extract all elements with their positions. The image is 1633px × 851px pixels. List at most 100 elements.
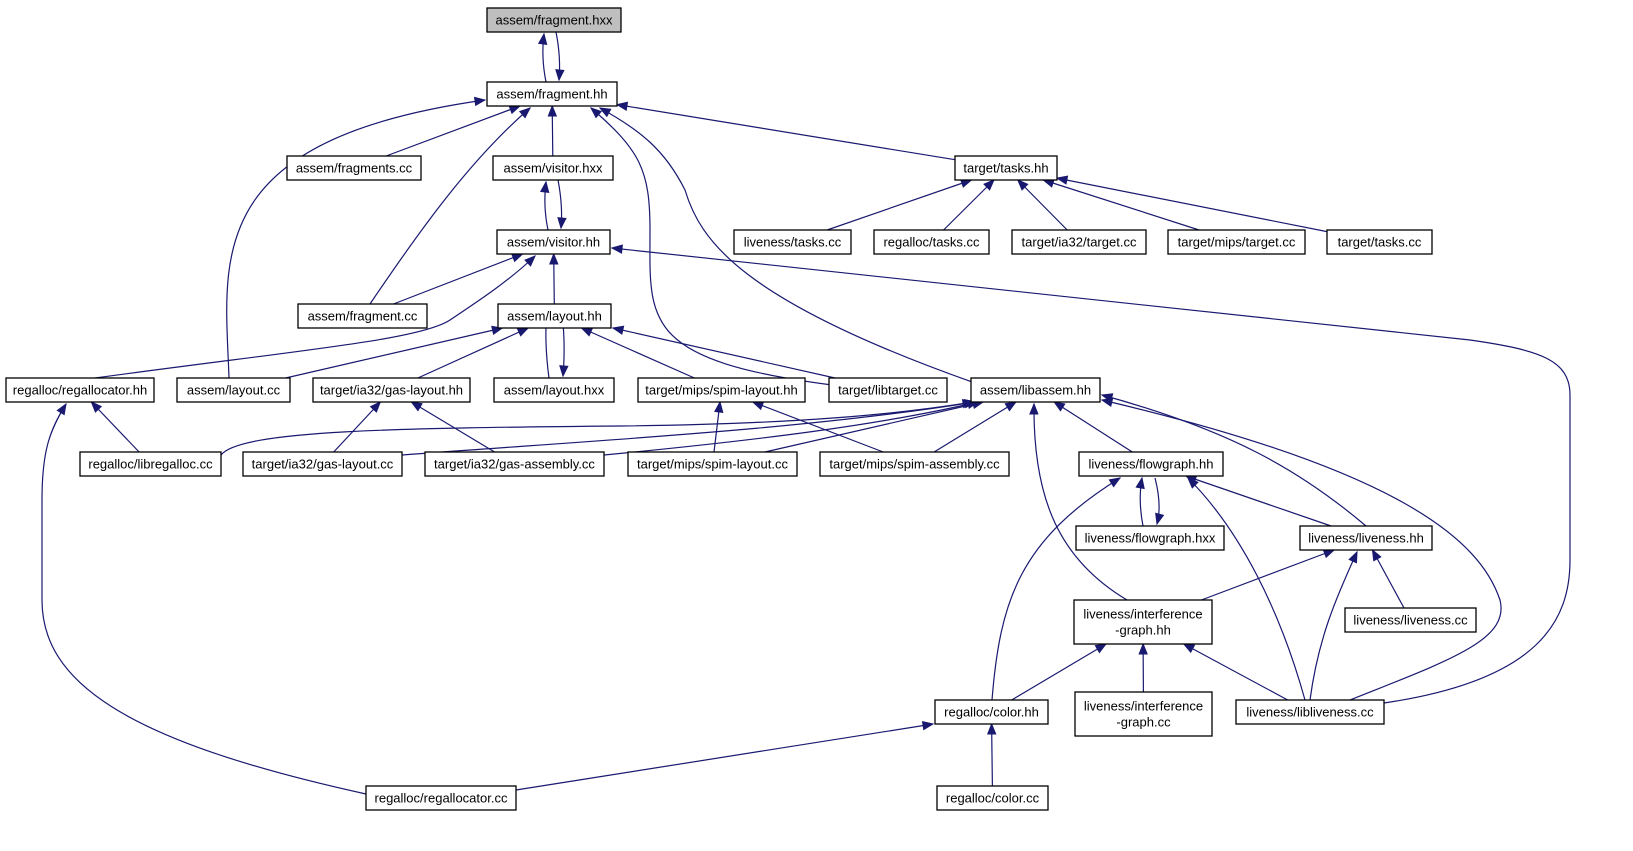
node-box[interactable] [1344,607,1477,633]
node-layout-hh[interactable]: assem/layout.hh [497,303,612,329]
node-label[interactable]: regalloc/regallocator.hh [13,383,147,398]
node-box[interactable] [297,303,428,329]
node-label[interactable]: regalloc/color.hh [944,705,1039,720]
node-box[interactable] [497,303,612,329]
node-box[interactable] [637,377,806,403]
node-mips-target-cc[interactable]: target/mips/target.cc [1167,229,1306,255]
node-label[interactable]: liveness/flowgraph.hxx [1085,531,1216,546]
node-box[interactable] [1326,229,1433,255]
node-layout-cc[interactable]: assem/layout.cc [176,377,291,403]
node-fragment-hh[interactable]: assem/fragment.hh [486,81,618,107]
node-label[interactable]: assem/layout.cc [187,383,281,398]
node-target-tasks-cc[interactable]: target/tasks.cc [1326,229,1433,255]
node-ia32-target-cc[interactable]: target/ia32/target.cc [1011,229,1147,255]
node-liveness-tasks-cc[interactable]: liveness/tasks.cc [733,229,852,255]
node-box[interactable] [1074,691,1213,737]
node-fragment-hxx[interactable]: assem/fragment.hxx [486,7,622,33]
node-box[interactable] [970,377,1101,403]
node-box[interactable] [312,377,471,403]
node-liveness-hh[interactable]: liveness/liveness.hh [1299,525,1433,551]
node-spim-assembly-cc[interactable]: target/mips/spim-assembly.cc [819,451,1010,477]
node-box[interactable] [493,377,615,403]
node-box[interactable] [1011,229,1147,255]
node-liveness-cc[interactable]: liveness/liveness.cc [1344,607,1477,633]
node-label[interactable]: liveness/interference [1083,607,1202,622]
node-label[interactable]: regalloc/regallocator.cc [375,791,508,806]
node-box[interactable] [819,451,1010,477]
node-libassem-hh[interactable]: assem/libassem.hh [970,377,1101,403]
node-label[interactable]: target/mips/spim-layout.cc [637,457,788,472]
node-label[interactable]: assem/fragments.cc [296,161,413,176]
node-label[interactable]: -graph.cc [1116,715,1171,730]
node-box[interactable] [486,7,622,33]
node-box[interactable] [1299,525,1433,551]
node-label[interactable]: target/mips/spim-assembly.cc [829,457,1000,472]
node-label[interactable]: target/libtarget.cc [838,383,938,398]
node-label[interactable]: regalloc/libregalloc.cc [88,457,213,472]
node-box[interactable] [1167,229,1306,255]
node-box[interactable] [242,451,403,477]
node-box[interactable] [5,377,155,403]
node-label[interactable]: target/ia32/gas-layout.hh [320,383,463,398]
node-label[interactable]: assem/visitor.hh [507,235,600,250]
node-spim-layout-cc[interactable]: target/mips/spim-layout.cc [627,451,798,477]
node-flowgraph-hh[interactable]: liveness/flowgraph.hh [1078,451,1224,477]
node-label[interactable]: assem/layout.hxx [504,383,605,398]
node-box[interactable] [1075,525,1225,551]
node-gas-assembly-cc[interactable]: target/ia32/gas-assembly.cc [424,451,605,477]
node-libtarget-cc[interactable]: target/libtarget.cc [828,377,948,403]
node-label[interactable]: liveness/libliveness.cc [1246,705,1374,720]
node-label[interactable]: regalloc/color.cc [946,791,1040,806]
node-box[interactable] [733,229,852,255]
node-regallocator-hh[interactable]: regalloc/regallocator.hh [5,377,155,403]
node-box[interactable] [424,451,605,477]
node-box[interactable] [286,155,422,181]
node-box[interactable] [492,155,614,181]
node-box[interactable] [1235,699,1385,725]
node-box[interactable] [828,377,948,403]
node-label[interactable]: target/mips/target.cc [1178,235,1296,250]
node-label[interactable]: -graph.hh [1115,623,1171,638]
node-spim-layout-hh[interactable]: target/mips/spim-layout.hh [637,377,806,403]
node-interference-cc[interactable]: liveness/interference-graph.cc [1074,691,1213,737]
node-visitor-hh[interactable]: assem/visitor.hh [496,229,611,255]
node-box[interactable] [496,229,611,255]
node-label[interactable]: liveness/liveness.hh [1308,531,1424,546]
node-label[interactable]: assem/fragment.cc [308,309,418,324]
node-label[interactable]: target/tasks.hh [963,161,1048,176]
node-label[interactable]: target/ia32/gas-layout.cc [252,457,394,472]
node-label[interactable]: target/ia32/gas-assembly.cc [434,457,595,472]
node-box[interactable] [365,785,517,811]
node-fragments-cc[interactable]: assem/fragments.cc [286,155,422,181]
node-label[interactable]: assem/visitor.hxx [504,161,603,176]
node-gas-layout-cc[interactable]: target/ia32/gas-layout.cc [242,451,403,477]
node-label[interactable]: assem/layout.hh [507,309,602,324]
node-box[interactable] [79,451,222,477]
node-label[interactable]: target/mips/spim-layout.hh [645,383,797,398]
node-box[interactable] [627,451,798,477]
node-color-cc[interactable]: regalloc/color.cc [936,785,1049,811]
node-box[interactable] [954,155,1058,181]
node-libregalloc-cc[interactable]: regalloc/libregalloc.cc [79,451,222,477]
node-label[interactable]: assem/fragment.hxx [495,13,613,28]
node-target-tasks-hh[interactable]: target/tasks.hh [954,155,1058,181]
node-label[interactable]: regalloc/tasks.cc [883,235,980,250]
node-box[interactable] [936,785,1049,811]
node-label[interactable]: liveness/flowgraph.hh [1088,457,1213,472]
node-flowgraph-hxx[interactable]: liveness/flowgraph.hxx [1075,525,1225,551]
node-label[interactable]: liveness/interference [1084,699,1203,714]
node-box[interactable] [486,81,618,107]
node-label[interactable]: assem/libassem.hh [980,383,1091,398]
node-regalloc-tasks-cc[interactable]: regalloc/tasks.cc [873,229,990,255]
node-layout-hxx[interactable]: assem/layout.hxx [493,377,615,403]
node-fragment-cc[interactable]: assem/fragment.cc [297,303,428,329]
node-box[interactable] [1078,451,1224,477]
node-regallocator-cc[interactable]: regalloc/regallocator.cc [365,785,517,811]
node-box[interactable] [176,377,291,403]
node-label[interactable]: liveness/tasks.cc [744,235,842,250]
node-label[interactable]: target/tasks.cc [1338,235,1422,250]
node-label[interactable]: assem/fragment.hh [496,87,607,102]
node-libliveness-cc[interactable]: liveness/libliveness.cc [1235,699,1385,725]
node-box[interactable] [934,699,1049,725]
node-gas-layout-hh[interactable]: target/ia32/gas-layout.hh [312,377,471,403]
